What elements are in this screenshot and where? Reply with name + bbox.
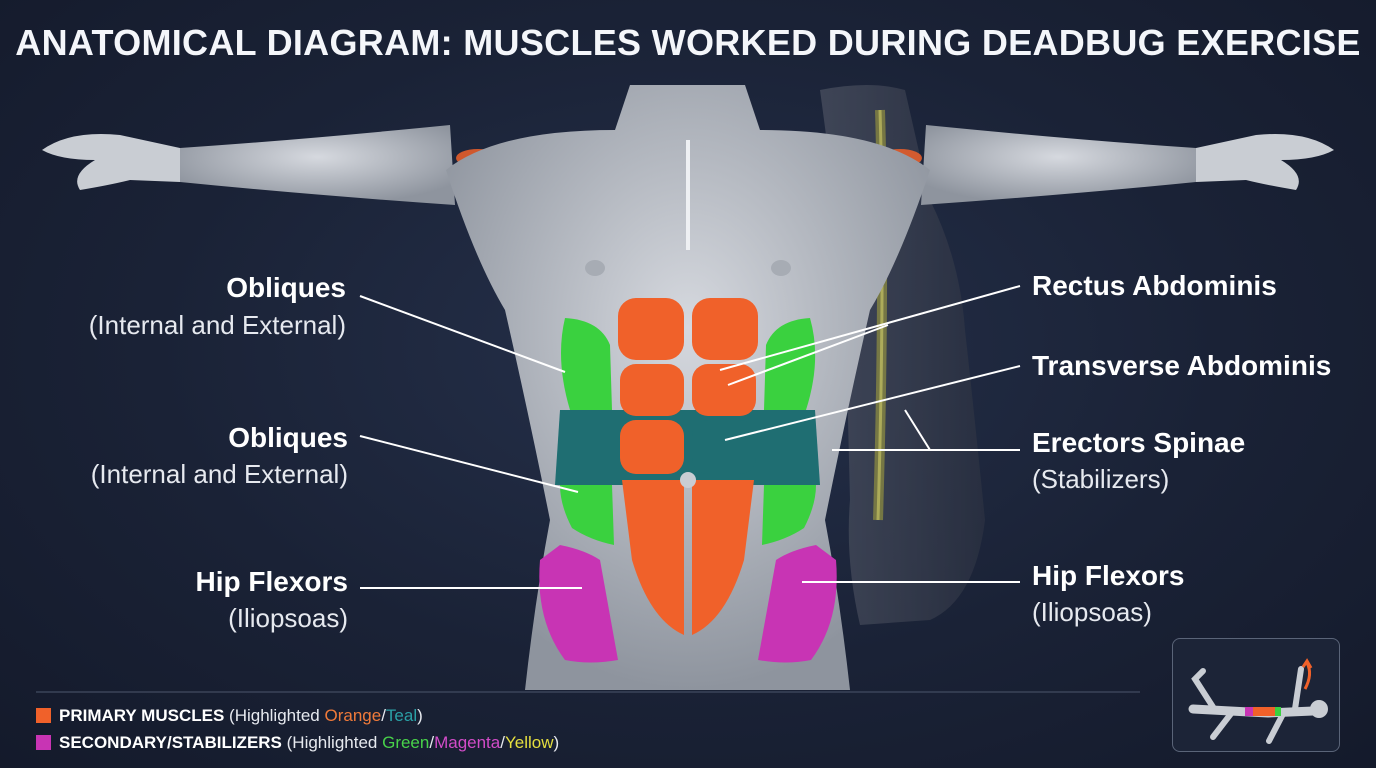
secondary-swatch bbox=[36, 735, 51, 750]
primary-swatch bbox=[36, 708, 51, 723]
label-erectors-spinae-sub: (Stabilizers) bbox=[1032, 464, 1170, 494]
leader-rectus-1 bbox=[719, 285, 1021, 371]
legend-secondary-label: SECONDARY/STABILIZERS bbox=[59, 733, 282, 752]
label-obliques-upper: Obliques bbox=[226, 272, 346, 303]
label-obliques-upper-sub: (Internal and External) bbox=[88, 310, 346, 340]
right-hand-shape bbox=[1196, 134, 1334, 190]
legend-primary-open: (Highlighted bbox=[229, 706, 325, 725]
torso bbox=[446, 85, 930, 690]
leader-erectors-2 bbox=[904, 409, 931, 451]
leader-obliques-lower bbox=[359, 435, 579, 493]
rectus-abdominis bbox=[618, 298, 758, 635]
label-obliques-lower: Obliques bbox=[228, 422, 348, 453]
leader-obliques-upper bbox=[359, 295, 566, 373]
label-obliques-lower-sub: (Internal and External) bbox=[90, 459, 348, 489]
label-hip-flexors-right-sub: (Iliopsoas) bbox=[1032, 597, 1152, 627]
label-rectus-abdominis: Rectus Abdominis bbox=[1032, 270, 1277, 301]
label-hip-flexors-right: Hip Flexors bbox=[1032, 560, 1185, 591]
label-hip-flexors-left-sub: (Iliopsoas) bbox=[228, 603, 348, 633]
obliques bbox=[560, 318, 816, 545]
legend-secondary-open: (Highlighted bbox=[286, 733, 383, 752]
deadbug-pose-icon bbox=[1188, 658, 1328, 744]
leader-rectus-2 bbox=[727, 324, 889, 386]
legend-primary-close: ) bbox=[417, 706, 423, 725]
leader-lines bbox=[359, 285, 1021, 589]
leader-transverse bbox=[724, 365, 1021, 441]
legend-secondary-sep2: / bbox=[500, 733, 505, 752]
legend-secondary-close: ) bbox=[553, 733, 560, 752]
label-hip-flexors-left: Hip Flexors bbox=[195, 566, 348, 597]
label-erectors-spinae: Erectors Spinae bbox=[1032, 427, 1246, 458]
legend-primary-sep: / bbox=[381, 706, 386, 725]
legend-secondary-sep1: / bbox=[429, 733, 435, 752]
legend-secondary-magenta: Magenta bbox=[434, 733, 501, 752]
legend-primary: PRIMARY MUSCLES (Highlighted Orange/Teal… bbox=[36, 706, 423, 726]
hip-flexors bbox=[539, 545, 837, 663]
legend-secondary-green: Green bbox=[382, 733, 430, 752]
legend-secondary: SECONDARY/STABILIZERS (Highlighted Green… bbox=[36, 733, 559, 753]
legend-primary-label: PRIMARY MUSCLES bbox=[59, 706, 225, 725]
legend-secondary-yellow: Yellow bbox=[504, 733, 554, 752]
label-transverse-abdominis: Transverse Abdominis bbox=[1032, 350, 1332, 381]
legend-primary-orange: Orange bbox=[324, 706, 382, 725]
page-title: ANATOMICAL DIAGRAM: MUSCLES WORKED DURIN… bbox=[15, 22, 1361, 63]
left-hand-shape bbox=[42, 134, 180, 190]
legend-primary-teal: Teal bbox=[385, 706, 418, 725]
deadbug-pose-inset bbox=[1172, 638, 1340, 752]
